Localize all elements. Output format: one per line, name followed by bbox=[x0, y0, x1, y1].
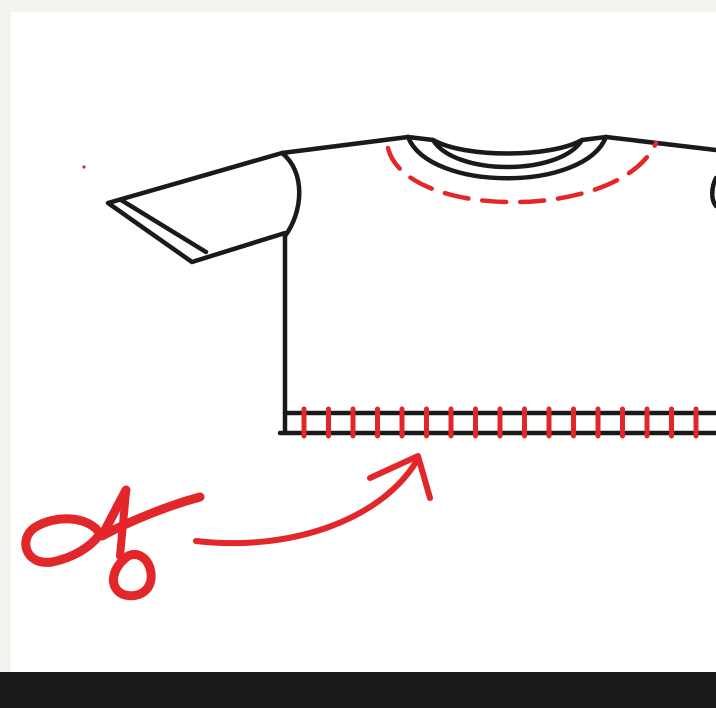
neckline-top bbox=[408, 137, 606, 140]
back-neckline bbox=[433, 140, 582, 154]
t-shirt-icon bbox=[108, 137, 716, 433]
stray-mark bbox=[82, 165, 85, 168]
curved-arrow-icon bbox=[196, 456, 430, 543]
bottom-bar bbox=[0, 672, 716, 708]
shoulder-line-right bbox=[606, 137, 716, 150]
armhole-seam bbox=[282, 153, 299, 236]
right-sleeve-hint bbox=[712, 178, 716, 206]
scissors-icon bbox=[26, 490, 200, 596]
